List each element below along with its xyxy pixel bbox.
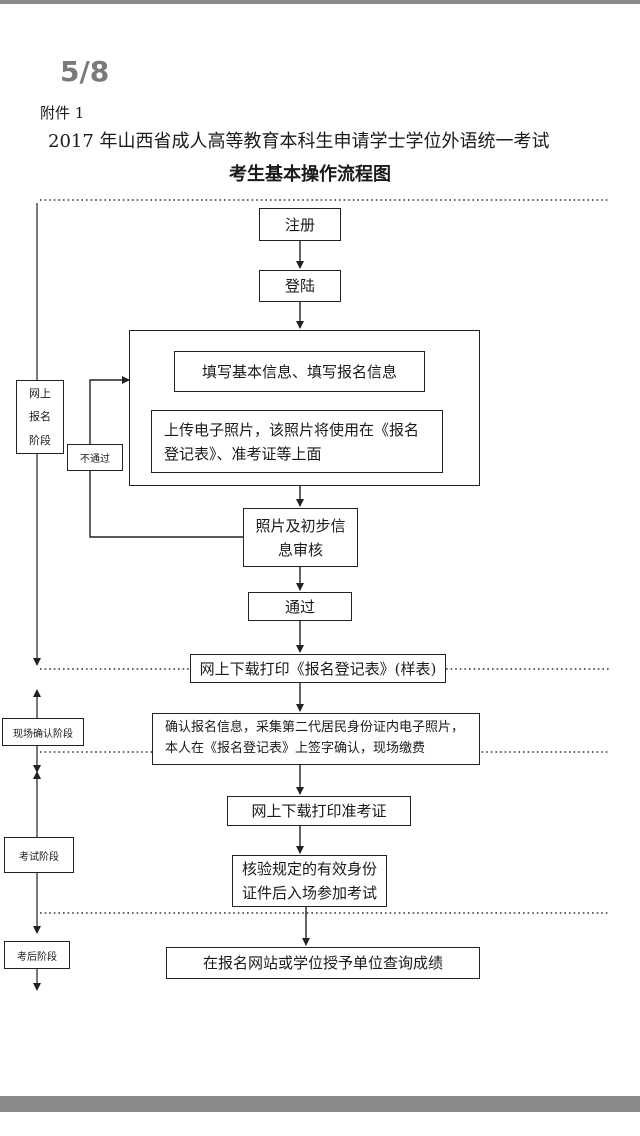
stage-exam: 考试阶段 (4, 837, 74, 873)
stage-online-registration: 网上 报名 阶段 (16, 380, 64, 454)
stage-onsite-confirmation: 现场确认阶段 (2, 718, 84, 746)
bottom-edge-bar (0, 1096, 640, 1112)
step-fill-info: 填写基本信息、填写报名信息 (174, 351, 425, 392)
document-title: 2017 年山西省成人高等教育本科生申请学士学位外语统一考试 (48, 131, 550, 152)
attachment-label: 附件 1 (40, 104, 85, 122)
step-print-registration-form: 网上下载打印《报名登记表》(样表) (190, 654, 446, 683)
flowchart-title: 考生基本操作流程图 (229, 164, 391, 185)
stage-after-exam: 考后阶段 (4, 941, 70, 969)
step-pass: 通过 (248, 592, 352, 621)
step-print-admission-ticket: 网上下载打印准考证 (227, 796, 411, 826)
top-edge-bar (0, 0, 640, 4)
step-not-pass: 不通过 (67, 444, 123, 471)
step-verify-id-enter-exam: 核验规定的有效身份 证件后入场参加考试 (232, 855, 387, 907)
step-review: 照片及初步信 息审核 (243, 508, 358, 567)
step-onsite-confirm: 确认报名信息，采集第二代居民身份证内电子照片， 本人在《报名登记表》上签字确认，… (152, 713, 480, 765)
step-register: 注册 (259, 208, 341, 241)
page-indicator: 5/8 (60, 55, 110, 88)
step-query-score: 在报名网站或学位授予单位查询成绩 (166, 947, 480, 979)
step-upload-photo: 上传电子照片，该照片将使用在《报名 登记表》、准考证等上面 (151, 410, 443, 473)
step-login: 登陆 (259, 270, 341, 302)
